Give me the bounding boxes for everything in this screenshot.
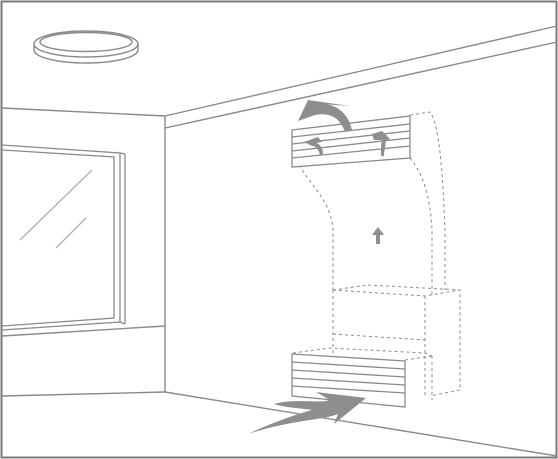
ceiling-light-icon xyxy=(34,31,138,63)
room-outline xyxy=(2,26,557,456)
airflow-in-arrow-icon xyxy=(248,392,366,434)
airflow-up-arrow-icon xyxy=(372,227,384,244)
window xyxy=(2,145,125,330)
